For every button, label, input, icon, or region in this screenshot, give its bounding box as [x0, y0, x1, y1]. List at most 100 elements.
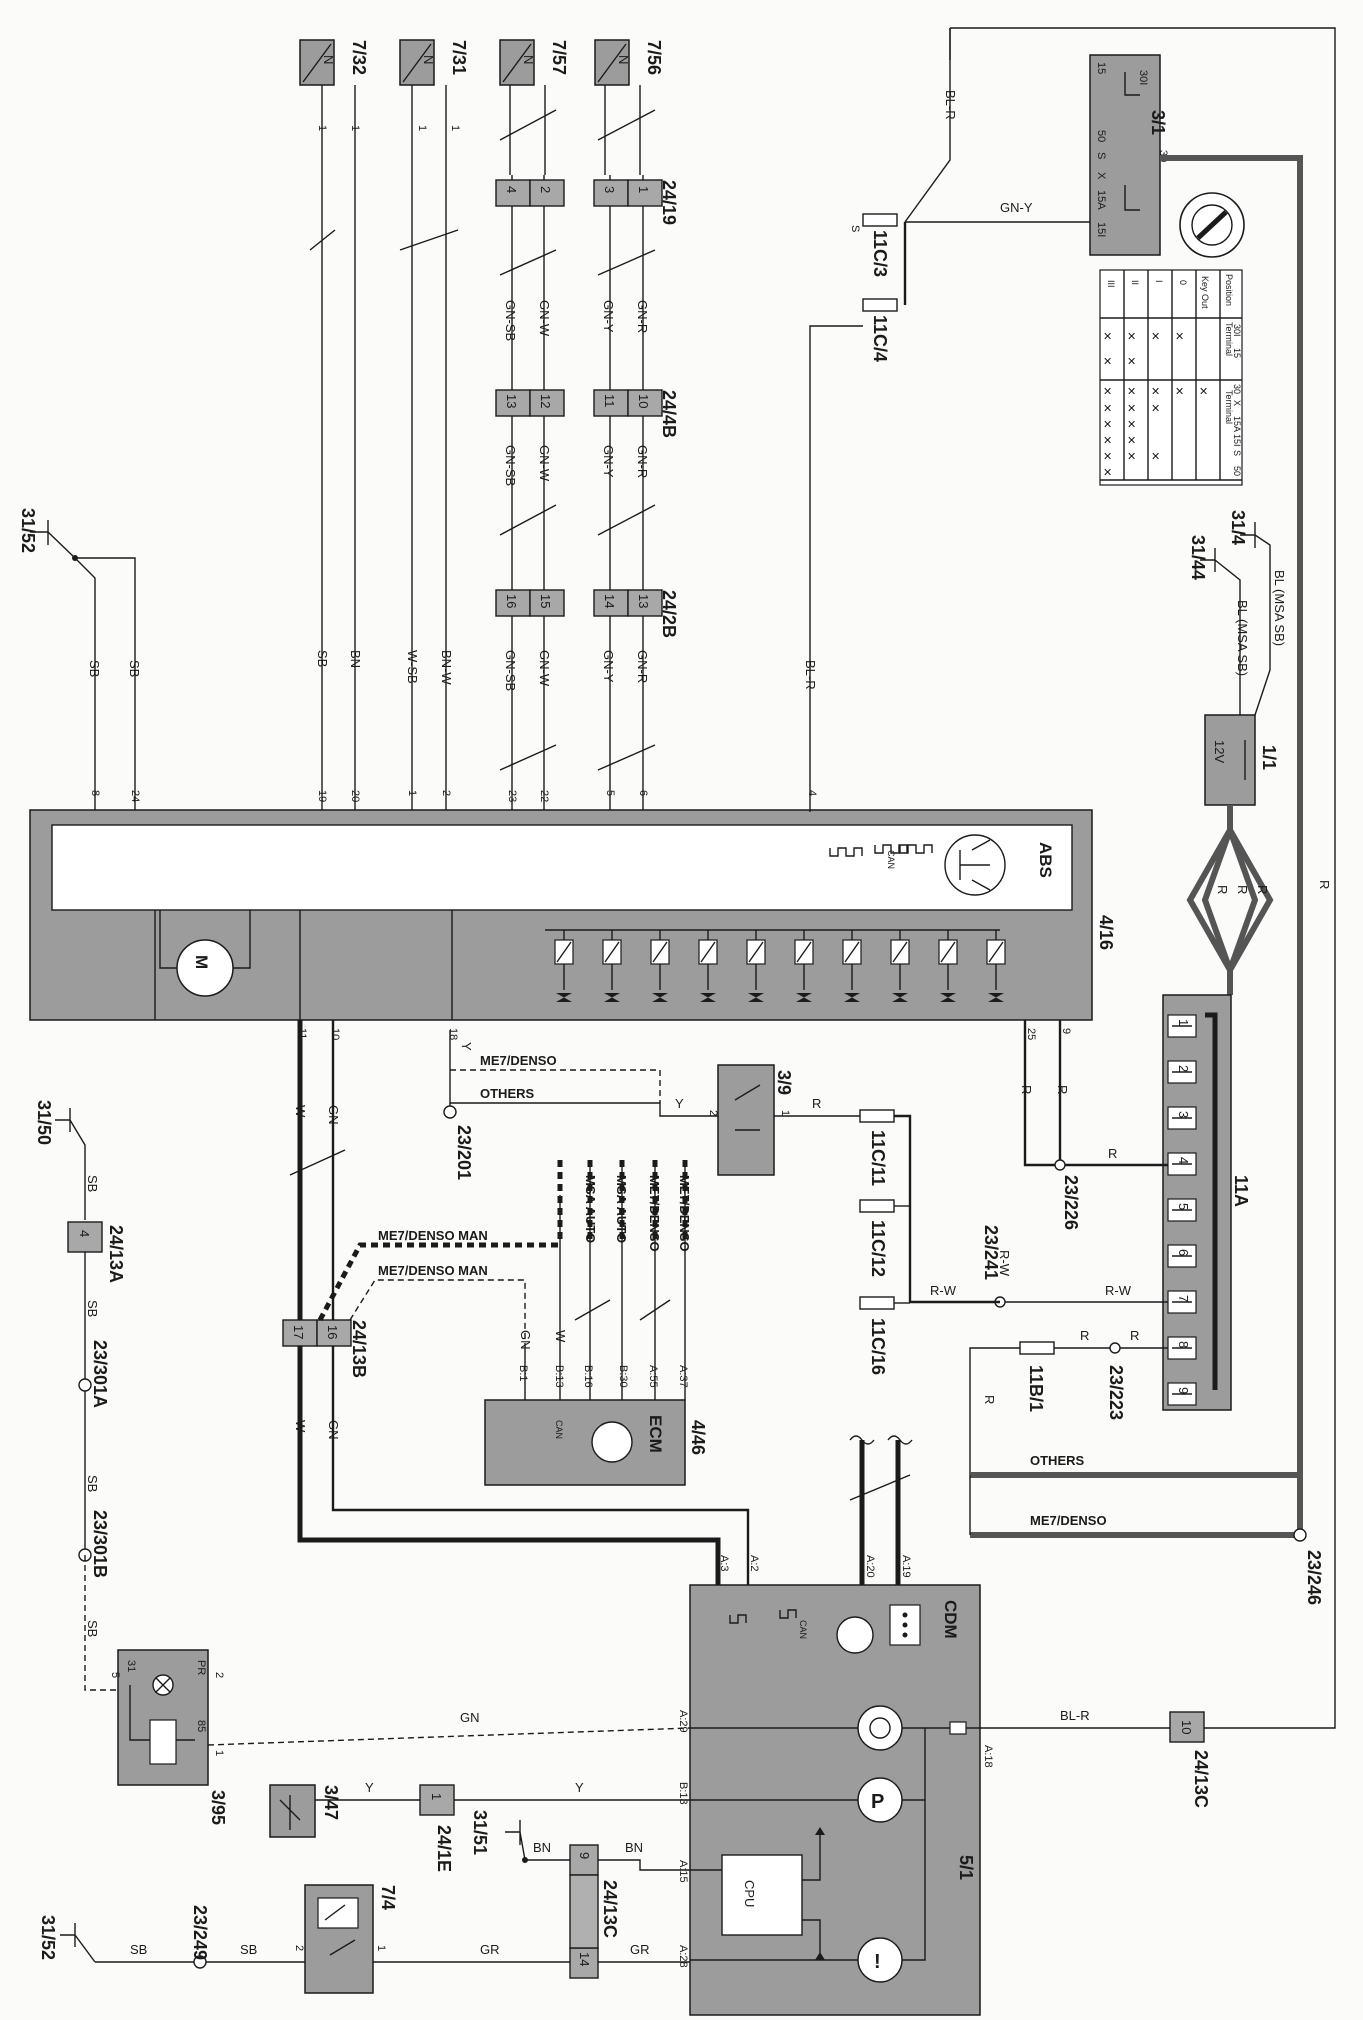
label-variants-me7: ME7/DENSO [677, 1175, 692, 1252]
label-ignition-terms-5: 15A [1095, 190, 1107, 210]
label-battery-designation: 1/1 [1259, 745, 1279, 770]
warning-lamp-brake-icon [857, 1705, 903, 1751]
label-glyph: ✕ [1103, 386, 1112, 398]
label-wires-sb: SB [315, 650, 330, 667]
label-abs-pins-top-8: 5 [604, 790, 616, 796]
label-glyph: ✕ [1103, 435, 1112, 447]
label-abs-pins-bottom-4: 9 [1060, 1028, 1072, 1034]
label-connectors-c24-13B-pins-0: 17 [291, 1325, 306, 1339]
label-ignition-table-head-pos: Position [1224, 274, 1234, 306]
label-connectors-c24-19-pins-1: 2 [538, 186, 553, 193]
wires-sensor-top [309, 85, 656, 812]
label-glyph: ✕ [1127, 356, 1136, 368]
label-ignition-terminals-b-5: 50 [1232, 466, 1242, 476]
label-cdm-pins-7: A:28 [677, 1945, 689, 1968]
label-glyph: ✕ [1151, 331, 1160, 343]
component-7-57: N 7/57 [499, 39, 569, 86]
label-variants-me7: ME7/DENSO [1030, 1513, 1107, 1528]
label-ignition-terminals-a-1: 15 [1232, 348, 1242, 358]
label-connectors-c11C-4: 11C/4 [870, 315, 890, 362]
label-glyph: ✕ [1151, 403, 1160, 415]
label-abs-pins-top-4: 1 [416, 125, 428, 131]
label-ignition-terminals-b-4: S [1232, 450, 1242, 456]
label-wires-w-sb: W-SB [405, 650, 420, 684]
label-connectors-c24-4B: 24/4B [659, 390, 679, 438]
ground-31-51: 31/51 BN [470, 1810, 570, 1863]
label-glyph: ✕ [1103, 451, 1112, 463]
ecm-processor-icon [591, 1421, 633, 1463]
label-connectors-c11C-3: 11C/3 [870, 230, 890, 277]
label-wires-r: R [1130, 1328, 1139, 1343]
label-glyph: M [192, 955, 211, 969]
label-wires-r: R [1255, 885, 1270, 894]
label-wires-r: R [1055, 1085, 1070, 1094]
label-connectors-c11C-16: 11C/16 [868, 1318, 888, 1375]
label-connectors-c24-4B-pins-3: 10 [636, 394, 651, 408]
label-ignition-positions-2: I [1154, 280, 1164, 283]
label-top-components-c7-32: 7/32 [349, 40, 369, 75]
label-relay3-95-pins-5: 1 [213, 1750, 225, 1756]
label-ignition-positions-0: Key Out [1200, 276, 1210, 309]
label-ignition-terminals-a-0: 30I [1232, 324, 1242, 337]
label-connectors-c24-4B-pins-2: 11 [602, 394, 617, 408]
label-splices-s23-201: 23/201 [454, 1125, 474, 1180]
label-abs-pins-top-1: 24 [129, 790, 141, 802]
label-fusebox-fuses-7: 8 [1176, 1341, 1191, 1348]
label-wires-sb: SB [85, 1620, 100, 1637]
label-wires-w: W [553, 1330, 568, 1343]
label-wires-gn: GN [518, 1330, 533, 1350]
relay-3-95: 5 31 PR 2 85 1 3/95 GN [109, 1649, 691, 1825]
label-top-components-c7-57: 7/57 [549, 40, 569, 75]
label-abs-pins-bottom-3: 25 [1025, 1028, 1037, 1040]
label-cdm-pins-8: A:18 [982, 1745, 994, 1768]
abs-module-4-16: ABS 4/16 M [29, 790, 1116, 1040]
ground-31-44: 31/44 BL (MSA SB) BL (MSA SB) [1188, 535, 1287, 716]
label-ignition-positions-1: 0 [1178, 280, 1188, 285]
label-wires-r-w: R-W [930, 1283, 957, 1298]
label-abs-pins-top-3: 20 [349, 790, 361, 802]
label-abs-pins-top-4: 1 [316, 125, 328, 131]
label-ignition-terminals-b-0: 30 [1232, 384, 1242, 394]
label-abs-pins-top-4: 1 [349, 125, 361, 131]
label-cdm-pins-4: A:29 [677, 1710, 689, 1733]
can-signal-icon: CAN [829, 844, 933, 869]
label-wires-gn-sb: GN-SB [503, 650, 518, 691]
label-cdm-pins-6: A:15 [677, 1860, 689, 1883]
label-grounds-g31-52b: 31/52 [38, 1915, 58, 1960]
label-wires-bn-w: BN-W [439, 650, 454, 685]
label-wires-gn-r: GN-R [635, 445, 650, 478]
label-connectors-c24-13B-pins-1: 16 [325, 1325, 340, 1339]
label-abs-pins-top-7: 22 [538, 790, 550, 802]
label-glyph: ! [874, 1951, 881, 1973]
label-glyph: ✕ [1127, 435, 1136, 447]
ignition-switch-3-1: 15 30I 50 S X 15A 15I 30 3/1 GN-Y [905, 54, 1245, 258]
label-splices-s23-301A: 23/301A [90, 1340, 110, 1408]
label-ignition-terms-3: S [1095, 152, 1107, 159]
label-ecm-pins-0: B:1 [517, 1365, 529, 1382]
label-wires-bn: BN [625, 1840, 643, 1855]
label-fusebox-fuses-6: 7 [1176, 1295, 1191, 1302]
connector-24-13C-b: 9 14 24/13C BN GR [569, 1840, 690, 1979]
label-wires-y: Y [365, 1780, 374, 1795]
label-wires-bn: BN [533, 1840, 551, 1855]
label-ignition-table-head-term: Terminal [1224, 390, 1234, 424]
label-connectors-c24-1E-pin: 1 [429, 1793, 444, 1800]
label-glyph: ✕ [1103, 356, 1112, 368]
label-ecm-designation: 4/46 [688, 1420, 708, 1455]
wire-cdm-bl-r: BL-R 10 24/13C [950, 27, 1336, 1808]
label-wires-gr: GR [630, 1942, 650, 1957]
label-grounds-g31-44: 31/44 [1188, 535, 1208, 580]
label-abs-pins-top-5: 2 [440, 790, 452, 796]
label-top-components-n: N [521, 55, 536, 64]
label-fusebox-fuses-0: 1 [1176, 1019, 1191, 1026]
variant-labels-abs: ME7/DENSO OTHERS 23/201 [443, 1053, 661, 1180]
valve-coils-icon [545, 929, 1006, 1003]
label-splices-s23-249: 23/249 [190, 1905, 210, 1960]
label-relay3-95-pins-0: 5 [109, 1672, 121, 1678]
label-glyph: ✕ [1103, 419, 1112, 431]
label-connectors-c24-13A-pin: 4 [77, 1230, 92, 1237]
label-wires-bl-msa: BL (MSA SB) [1272, 570, 1287, 646]
label-cdm-designation: 5/1 [956, 1855, 976, 1880]
label-relay3-95-pins-3: 2 [213, 1672, 225, 1678]
